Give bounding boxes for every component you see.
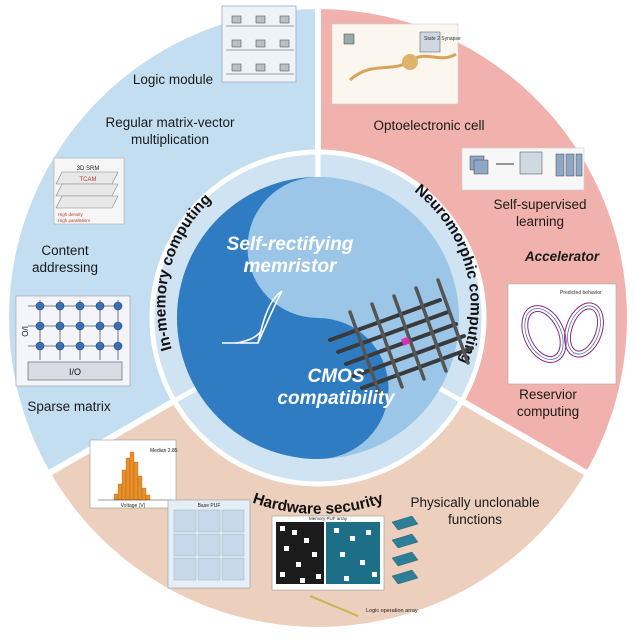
thumb-base-puf: Base PUF [167,499,251,589]
svg-text:I/O: I/O [20,326,29,337]
thumb-tcam: 3D SRM TCAM High density High parallelis… [53,157,125,225]
cmos-line1: CMOS [307,366,365,387]
center-title-line2: memristor [243,256,337,277]
svg-text:High density: High density [58,212,84,217]
thumb-logic-module [221,5,297,83]
crossbar-array-icon [328,278,474,397]
svg-text:I/O: I/O [69,367,81,377]
label-reservoir: Reservior computing [498,386,598,420]
thumb-optoelectronic: State 2 Synapse [331,23,461,105]
label-self-supervised: Self-supervised learning [480,196,600,230]
svg-text:Memory PUF array: Memory PUF array [309,516,348,521]
svg-text:Base PUF: Base PUF [198,503,221,509]
thumb-histogram: Median 2.85 Voltage (V) [89,439,178,509]
iv-curve-icon [222,290,283,344]
label-content-addressing: Content addressing [10,242,120,276]
thumb-reservoir: Predicted behavior [507,283,617,385]
svg-text:Predicted behavior: Predicted behavior [560,290,602,296]
thumb-self-supervised [461,147,585,191]
label-optoelectronic: Optoelectronic cell [373,118,485,133]
label-matrix-vector: Regular matrix-vector multiplication [72,114,268,148]
thumb-logic-operation: Logic operation array [309,595,418,617]
svg-text:High parallelism: High parallelism [58,218,90,223]
center-title-self-rectifying: Self-rectifying memristor [210,234,370,278]
svg-text:3D SRM: 3D SRM [77,166,100,172]
content-line2: addressing [31,260,99,275]
reservoir-line1: Reservior [519,387,577,402]
thumb-puf-array: Memory PUF array [271,515,385,591]
cmos-line2: compatibility [277,388,395,409]
reservoir-line2: computing [516,404,580,419]
thumb-puf-stack [391,515,419,585]
center-title-cmos: CMOS compatibility [256,366,416,410]
label-logic-module: Logic module [132,72,214,87]
ssl-line2: learning [515,214,565,229]
svg-text:Voltage (V): Voltage (V) [121,503,146,509]
svg-text:State 2 Synapse: State 2 Synapse [424,36,461,42]
puf-line2: functions [447,512,503,527]
svg-text:TCAM: TCAM [80,177,97,183]
mvm-line1: Regular matrix-vector [105,115,235,130]
thumb-sparse-matrix: I/O I/O [15,295,131,387]
label-accelerator: Accelerator [524,249,600,264]
mvm-line2: multiplication [130,132,210,147]
label-sparse-matrix: Sparse matrix [27,399,111,414]
svg-text:Median 2.85: Median 2.85 [150,448,178,454]
label-puf: Physically unclonable functions [390,494,560,528]
center-dark-half [177,177,389,459]
puf-line1: Physically unclonable [410,495,540,510]
ssl-line1: Self-supervised [493,197,587,212]
content-line1: Content [41,243,89,258]
svg-text:Logic operation array: Logic operation array [366,608,418,614]
center-title-line1: Self-rectifying [226,234,354,255]
